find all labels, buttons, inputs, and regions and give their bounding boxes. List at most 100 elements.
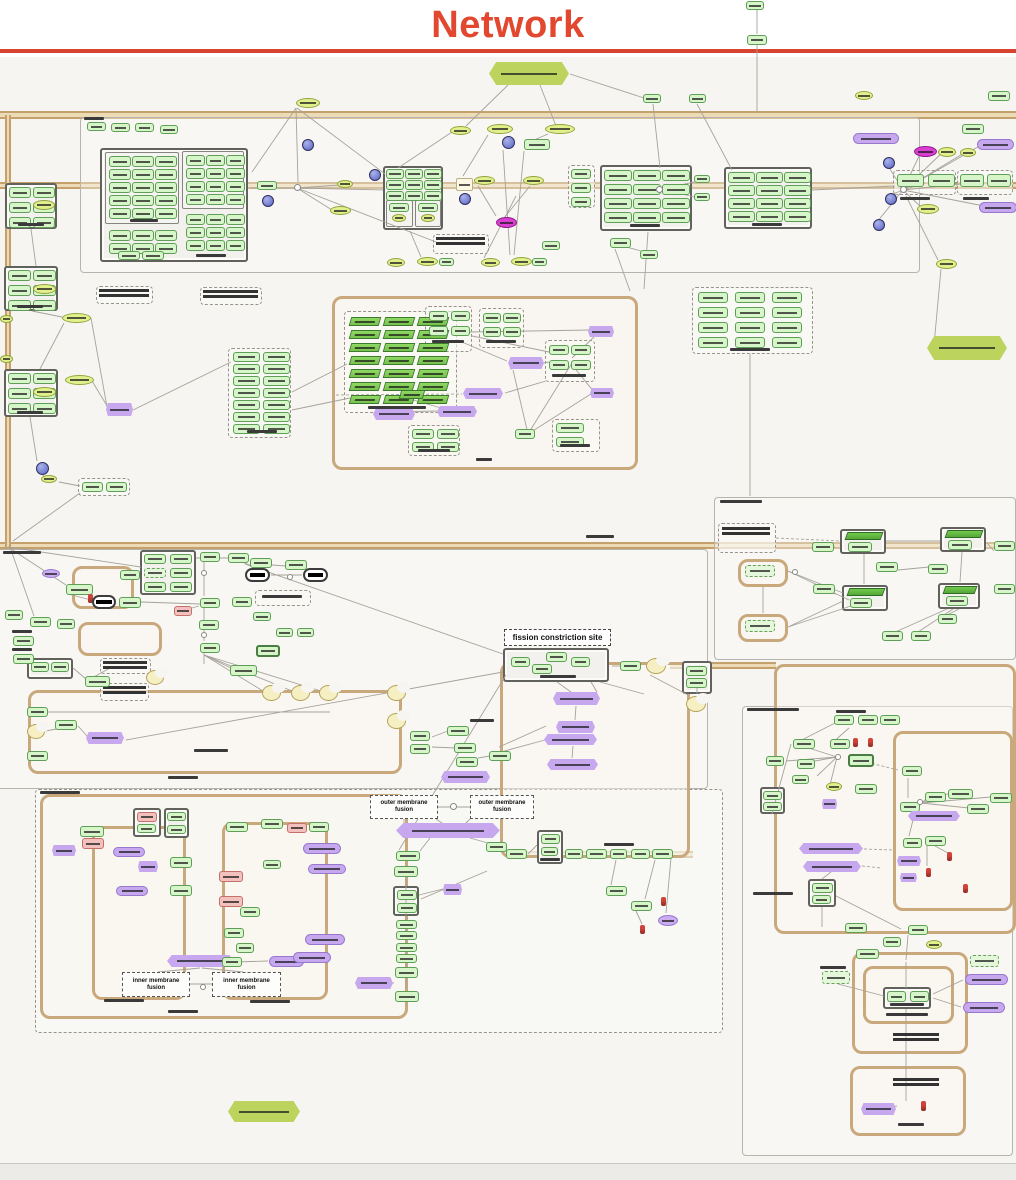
gene-node[interactable] xyxy=(106,482,127,492)
bold-pill-node[interactable] xyxy=(245,568,270,582)
gene-node[interactable] xyxy=(728,211,755,222)
gene-node[interactable] xyxy=(451,311,470,321)
metabolite-circle[interactable] xyxy=(873,219,885,231)
gene-grid-node[interactable] xyxy=(398,390,426,399)
gene-node[interactable] xyxy=(263,364,290,374)
gene-node[interactable] xyxy=(948,789,973,799)
gene-node[interactable] xyxy=(728,198,755,209)
gene-node[interactable] xyxy=(456,757,478,767)
gene-node[interactable] xyxy=(135,123,154,132)
gene-node[interactable] xyxy=(200,552,220,562)
gene-node[interactable] xyxy=(652,849,673,859)
small-molecule-ellipse[interactable] xyxy=(0,315,13,323)
gene-node-dashed[interactable] xyxy=(144,568,166,578)
gene-node[interactable] xyxy=(33,217,55,228)
gene-node[interactable] xyxy=(698,337,728,348)
gene-node[interactable] xyxy=(263,352,290,362)
annotation-pill[interactable] xyxy=(303,843,341,854)
gene-node[interactable] xyxy=(233,388,260,398)
gene-node[interactable] xyxy=(694,193,710,201)
gene-node[interactable] xyxy=(772,307,802,318)
gene-node[interactable] xyxy=(524,139,550,150)
gene-node[interactable] xyxy=(167,812,186,821)
gene-node[interactable] xyxy=(109,182,131,193)
gene-node-dashed[interactable] xyxy=(822,971,850,984)
gene-node[interactable] xyxy=(418,203,438,212)
gene-node[interactable] xyxy=(571,197,591,207)
gene-node[interactable] xyxy=(506,849,527,859)
gene-node[interactable] xyxy=(389,203,409,212)
gene-node[interactable] xyxy=(155,230,177,241)
gene-node[interactable] xyxy=(30,617,51,627)
gene-node[interactable] xyxy=(132,208,154,219)
annotation-pill[interactable] xyxy=(308,864,346,874)
gene-node[interactable] xyxy=(396,943,417,952)
gene-node[interactable] xyxy=(640,250,658,259)
gene-node[interactable] xyxy=(746,1,764,10)
metabolite-circle[interactable] xyxy=(369,169,381,181)
gene-node[interactable] xyxy=(226,168,245,179)
gene-node[interactable] xyxy=(735,292,765,303)
process-hexagon[interactable] xyxy=(463,388,503,399)
small-molecule-ellipse[interactable] xyxy=(421,214,435,222)
gene-node[interactable] xyxy=(109,169,131,180)
pink-node[interactable] xyxy=(137,812,157,822)
small-molecule-ellipse[interactable] xyxy=(337,180,353,188)
gene-node[interactable] xyxy=(132,169,154,180)
gene-node[interactable] xyxy=(66,584,93,595)
gene-node[interactable] xyxy=(429,311,448,321)
gene-node[interactable] xyxy=(109,156,131,167)
gene-node[interactable] xyxy=(206,227,225,238)
pink-node[interactable] xyxy=(219,871,243,882)
gene-node[interactable] xyxy=(503,327,521,337)
small-molecule-ellipse[interactable] xyxy=(392,214,406,222)
process-hexagon[interactable] xyxy=(897,856,921,866)
gene-node[interactable] xyxy=(111,123,130,132)
gene-node[interactable] xyxy=(967,804,989,814)
gene-node[interactable] xyxy=(698,292,728,303)
gene-node[interactable] xyxy=(586,849,607,859)
gene-node[interactable] xyxy=(263,400,290,410)
degradation-moon[interactable] xyxy=(686,693,711,712)
small-molecule-ellipse[interactable] xyxy=(33,200,55,210)
process-hexagon[interactable] xyxy=(138,861,158,872)
gene-node[interactable] xyxy=(850,598,872,608)
gene-node[interactable] xyxy=(118,251,140,260)
degradation-moon[interactable] xyxy=(387,710,411,729)
gene-node[interactable] xyxy=(186,227,205,238)
gene-node[interactable] xyxy=(222,957,242,967)
small-molecule-ellipse[interactable] xyxy=(450,126,471,135)
gene-node[interactable] xyxy=(8,373,31,384)
gene-node-dashed[interactable] xyxy=(970,955,999,967)
gene-node[interactable] xyxy=(541,847,558,856)
gene-node[interactable] xyxy=(226,214,245,225)
tag-box[interactable] xyxy=(456,178,473,191)
process-hexagon[interactable] xyxy=(803,861,861,872)
small-molecule-ellipse[interactable] xyxy=(65,375,94,385)
small-molecule-ellipse[interactable] xyxy=(481,258,500,267)
process-hexagon[interactable] xyxy=(508,357,544,369)
gene-node[interactable] xyxy=(876,562,898,572)
gene-node[interactable] xyxy=(532,258,547,266)
gene-node[interactable] xyxy=(928,174,955,187)
gene-node[interactable] xyxy=(155,195,177,206)
gene-node[interactable] xyxy=(233,352,260,362)
pink-node[interactable] xyxy=(287,823,307,833)
gene-node[interactable] xyxy=(226,227,245,238)
gene-node[interactable] xyxy=(897,174,924,187)
gene-node[interactable] xyxy=(137,824,156,833)
gene-node[interactable] xyxy=(546,652,567,662)
gene-node[interactable] xyxy=(662,212,690,223)
process-hexagon[interactable] xyxy=(396,823,500,838)
bold-pill-node[interactable] xyxy=(303,568,328,582)
pathway-hexagon[interactable] xyxy=(927,336,1007,360)
inner-membrane-fusion-box-1[interactable]: inner membrane fusion xyxy=(122,972,190,997)
gene-node[interactable] xyxy=(233,400,260,410)
gene-node[interactable] xyxy=(9,187,31,198)
degradation-moon[interactable] xyxy=(291,682,315,701)
gene-node[interactable] xyxy=(263,860,281,869)
metabolite-circle[interactable] xyxy=(883,157,895,169)
gene-grid-node[interactable] xyxy=(382,369,416,378)
process-hexagon[interactable] xyxy=(799,843,863,854)
gene-node[interactable] xyxy=(643,94,661,103)
